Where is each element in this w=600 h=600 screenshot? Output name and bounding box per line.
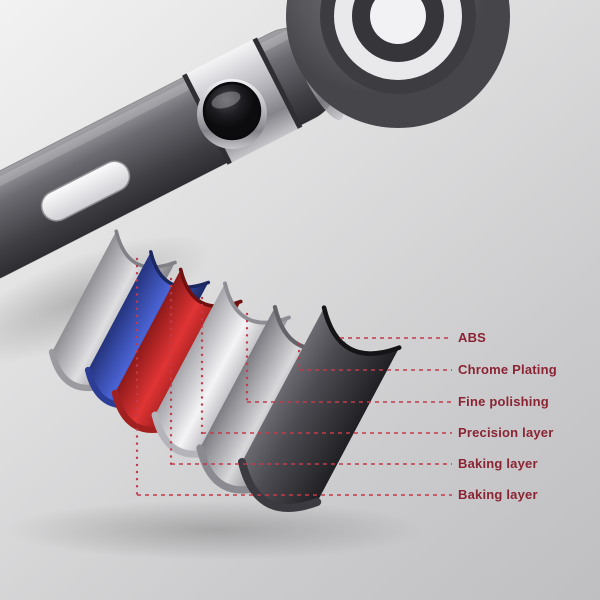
power-button: [197, 79, 267, 149]
handle-slot: [40, 160, 131, 222]
band-separator: [252, 37, 303, 129]
button-highlight: [211, 91, 241, 109]
shower-head: [286, 0, 510, 128]
leader-lines: [135, 257, 452, 497]
floor-shadow: [5, 500, 425, 560]
button-cap: [202, 81, 262, 141]
head-center: [370, 0, 426, 44]
